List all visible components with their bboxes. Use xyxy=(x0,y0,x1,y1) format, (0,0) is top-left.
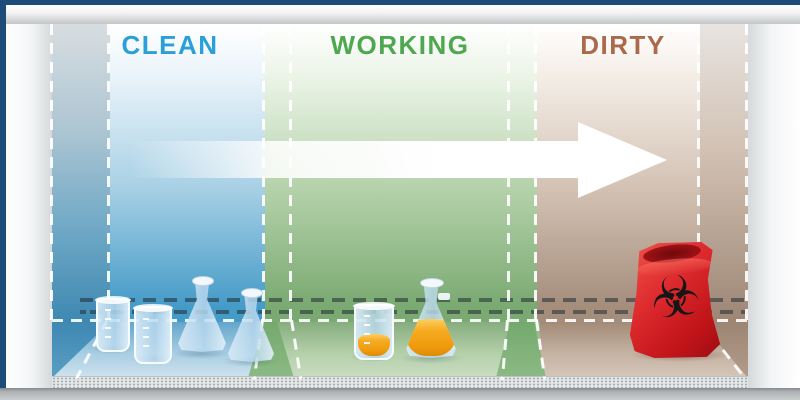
flask-rim xyxy=(191,276,215,286)
sample-beaker-icon xyxy=(353,302,395,360)
beaker-rim xyxy=(95,296,131,304)
working-zone-label: WORKING xyxy=(330,30,470,60)
work-surface-dashed-line-2 xyxy=(80,310,748,314)
right-outer-corner-dashed-line xyxy=(745,24,748,322)
sample-flask-icon xyxy=(404,278,458,358)
cabinet-top-panel xyxy=(0,5,800,26)
frame-top-border xyxy=(0,0,800,5)
beaker-rim xyxy=(353,302,395,310)
cabinet-right-wall xyxy=(748,24,800,388)
clean-zone-side-wall xyxy=(52,24,110,322)
beaker-graduations xyxy=(363,315,370,346)
empty-beaker-icon xyxy=(133,304,173,364)
empty-flask-icon xyxy=(176,276,228,352)
dirty-zone-label: DIRTY xyxy=(580,30,666,60)
wall-floor-junction-dashed-line xyxy=(52,319,748,322)
beaker-graduations xyxy=(143,317,150,350)
empty-flask-icon xyxy=(226,288,276,362)
flask-shadow xyxy=(172,348,230,359)
cabinet-left-wall xyxy=(6,24,52,388)
left-outer-corner-dashed-line xyxy=(50,24,53,322)
working-zone-floor xyxy=(262,322,540,378)
flask-side-tab xyxy=(438,292,451,300)
workflow-arrow-head xyxy=(578,122,667,198)
work-surface-dashed-line-1 xyxy=(80,298,748,302)
biohazard-icon: ☣ xyxy=(645,261,705,333)
flask-rim xyxy=(241,288,263,298)
workflow-arrow-shaft xyxy=(130,141,578,178)
empty-beaker-icon xyxy=(95,296,131,352)
flask-body xyxy=(228,292,274,362)
biohazard-waste-bag-icon: ☣ xyxy=(628,241,722,358)
orange-sample-liquid xyxy=(406,319,456,356)
orange-sample-liquid xyxy=(357,333,391,357)
clean-corner-dashed-line xyxy=(107,24,110,322)
flask-body xyxy=(178,280,226,352)
beaker-graduations xyxy=(104,309,111,338)
flask-cap xyxy=(420,278,444,288)
beaker-rim xyxy=(133,304,173,312)
cabinet-front-ledge xyxy=(0,388,800,400)
clean-zone-label: CLEAN xyxy=(121,30,219,60)
dirty-corner-dashed-line xyxy=(697,24,700,322)
frame-left-border xyxy=(0,5,6,389)
